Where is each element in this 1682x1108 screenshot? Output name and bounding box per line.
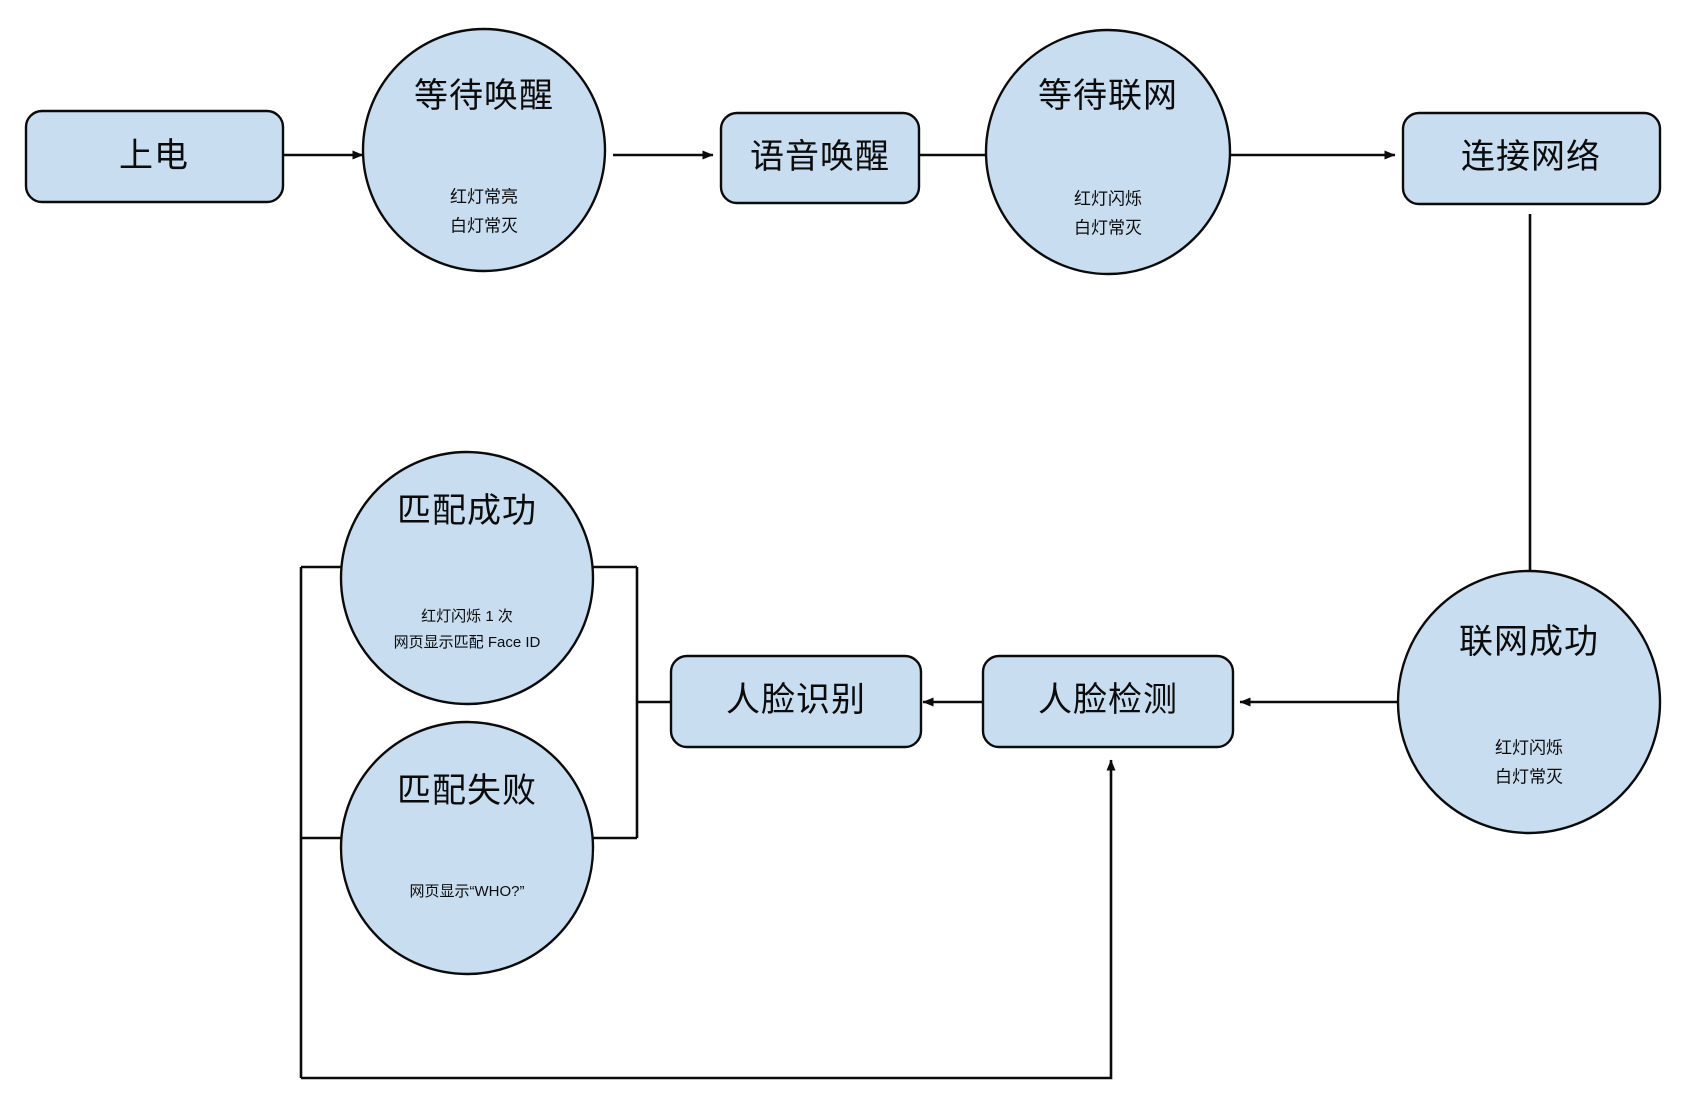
node-power-on[interactable]: 上电	[24, 109, 285, 204]
node-match-success-sub-1: 红灯闪烁 1 次	[421, 608, 513, 625]
node-wait-network-sub-2: 白灯常灭	[1074, 218, 1142, 237]
node-power-on-title: 上电	[119, 137, 189, 175]
node-match-success-shape[interactable]	[339, 450, 595, 706]
node-voice-wakeup-shape[interactable]	[719, 111, 921, 205]
node-network-success[interactable]: 联网成功 红灯闪烁 白灯常灭	[1396, 569, 1662, 835]
node-wait-wakeup-sub-1: 红灯常亮	[450, 187, 518, 206]
node-face-recognize-shape[interactable]	[669, 654, 923, 749]
node-network-success-sub-1: 红灯闪烁	[1495, 738, 1563, 757]
node-wait-network-sub-1: 红灯闪烁	[1074, 189, 1142, 208]
node-face-recognize-title: 人脸识别	[726, 681, 866, 719]
node-wait-network-shape[interactable]	[984, 28, 1232, 276]
node-face-detect[interactable]: 人脸检测	[981, 654, 1235, 749]
node-wait-network[interactable]: 等待联网 红灯闪烁 白灯常灭	[984, 28, 1232, 276]
node-network-success-sub-2: 白灯常灭	[1495, 767, 1563, 786]
node-match-success-title: 匹配成功	[397, 492, 537, 530]
node-wait-wakeup-title: 等待唤醒	[414, 77, 554, 115]
node-voice-wakeup[interactable]: 语音唤醒	[719, 111, 921, 205]
node-network-success-title: 联网成功	[1459, 623, 1599, 661]
node-power-on-shape[interactable]	[24, 109, 285, 204]
node-wait-network-title: 等待联网	[1038, 77, 1178, 115]
node-connect-network-shape[interactable]	[1401, 111, 1662, 206]
node-voice-wakeup-title: 语音唤醒	[750, 138, 890, 176]
node-face-detect-title: 人脸检测	[1038, 681, 1178, 719]
node-wait-wakeup[interactable]: 等待唤醒 红灯常亮 白灯常灭	[361, 27, 607, 273]
node-match-fail-sub-1: 网页显示“WHO?”	[410, 883, 525, 900]
node-match-fail[interactable]: 匹配失败 网页显示“WHO?”	[339, 720, 595, 976]
node-connect-network[interactable]: 连接网络	[1401, 111, 1662, 206]
node-wait-wakeup-sub-2: 白灯常灭	[450, 216, 518, 235]
edge-match-fail-to-face-detect-loop	[301, 759, 1116, 1080]
node-match-success-sub-2: 网页显示匹配 Face ID	[394, 634, 541, 651]
node-connect-network-title: 连接网络	[1461, 138, 1601, 176]
node-match-fail-title: 匹配失败	[397, 772, 537, 810]
node-network-success-shape[interactable]	[1396, 569, 1662, 835]
node-face-detect-shape[interactable]	[981, 654, 1235, 749]
node-face-recognize[interactable]: 人脸识别	[669, 654, 923, 749]
node-wait-wakeup-shape[interactable]	[361, 27, 607, 273]
node-match-fail-shape[interactable]	[339, 720, 595, 976]
node-match-success[interactable]: 匹配成功 红灯闪烁 1 次 网页显示匹配 Face ID	[339, 450, 595, 706]
